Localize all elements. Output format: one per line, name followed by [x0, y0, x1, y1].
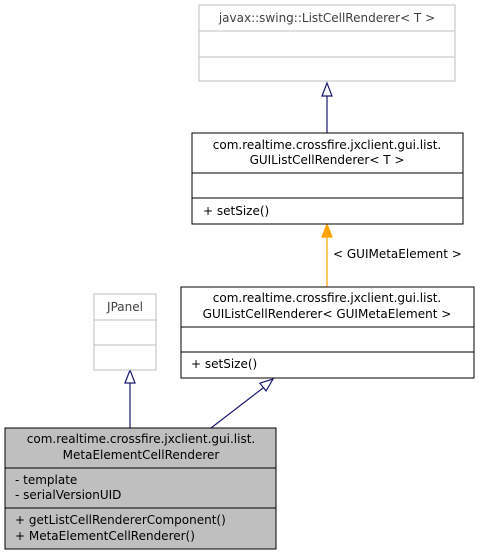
template-binding-label: < GUIMetaElement > — [333, 247, 462, 261]
class-meta-element-cell-renderer[interactable]: com.realtime.crossfire.jxclient.gui.list… — [4, 427, 277, 550]
class-gui-list-cell-renderer-t[interactable]: com.realtime.crossfire.jxclient.gui.list… — [191, 132, 464, 225]
edge-gui-list-cell-renderer-to-list-cell-renderer — [321, 81, 333, 133]
class-method: + MetaElementCellRenderer() — [15, 529, 195, 543]
edge-template-binding: < GUIMetaElement > — [321, 222, 462, 287]
class-method: + setSize() — [191, 357, 257, 371]
class-title-line: com.realtime.crossfire.jxclient.gui.list… — [27, 432, 255, 446]
class-gui-list-cell-renderer-meta[interactable]: com.realtime.crossfire.jxclient.gui.list… — [180, 286, 475, 379]
class-title-line: GUIListCellRenderer< GUIMetaElement > — [203, 307, 452, 321]
class-title-line: JPanel — [106, 300, 143, 314]
class-method: + setSize() — [203, 204, 269, 218]
class-title-line: MetaElementCellRenderer — [63, 448, 220, 462]
class-list-cell-renderer[interactable]: javax::swing::ListCellRenderer< T > — [198, 4, 456, 82]
class-title-line: com.realtime.crossfire.jxclient.gui.list… — [213, 291, 441, 305]
class-method: + getListCellRendererComponent() — [15, 513, 226, 527]
class-attribute: - template — [15, 473, 77, 487]
class-attribute: - serialVersionUID — [15, 488, 121, 502]
class-title-line: GUIListCellRenderer< T > — [250, 153, 405, 167]
edge-jpanel-to-meta-element-cell-renderer — [124, 368, 136, 428]
edge-gui-list-cell-renderer-meta-to-meta-element-cell-renderer — [210, 377, 275, 429]
class-title-line: javax::swing::ListCellRenderer< T > — [218, 11, 435, 25]
class-jpanel[interactable]: JPanel — [93, 293, 157, 371]
class-title-line: com.realtime.crossfire.jxclient.gui.list… — [213, 138, 441, 152]
